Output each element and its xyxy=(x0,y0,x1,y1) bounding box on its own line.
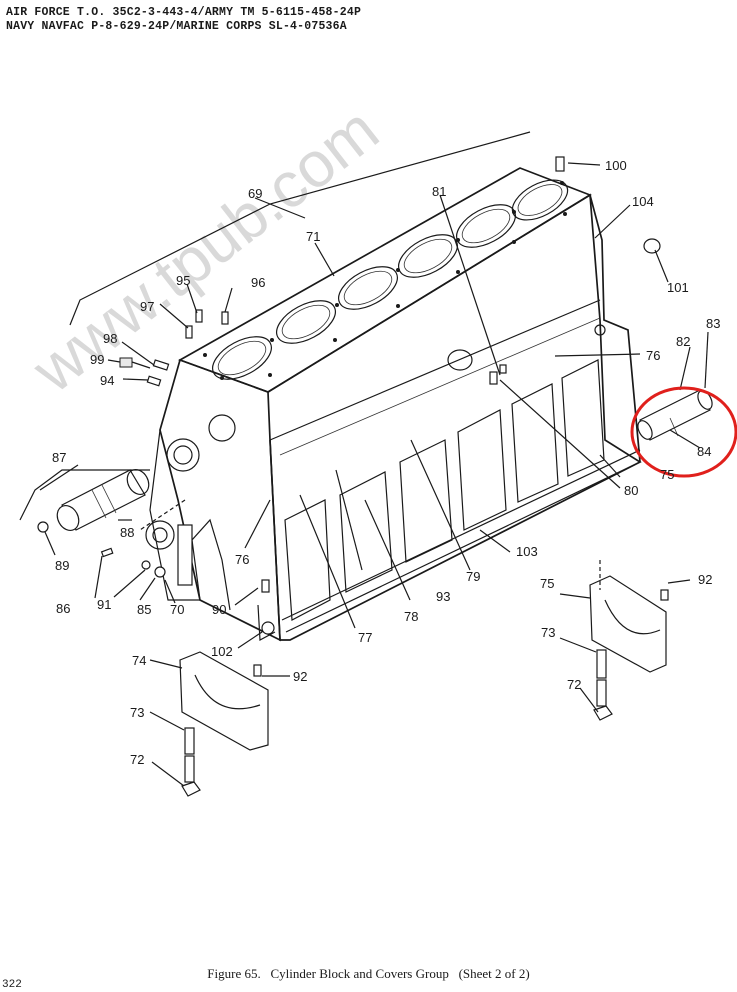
callout-83: 83 xyxy=(706,316,720,331)
callout-81: 81 xyxy=(432,184,446,199)
callout-78: 78 xyxy=(404,609,418,624)
cylinder-bores xyxy=(212,179,569,380)
part-90 xyxy=(257,579,276,641)
bearing-cap-left xyxy=(179,651,269,797)
callout-71: 71 xyxy=(306,229,320,244)
callout-98: 98 xyxy=(103,331,117,346)
callout-93: 93 xyxy=(436,589,450,604)
watermark-text: www.tpub.com xyxy=(19,93,392,407)
callout-79: 79 xyxy=(466,569,480,584)
callout-73-right: 73 xyxy=(541,625,555,640)
callout-103: 103 xyxy=(516,544,538,559)
callout-76-lower: 76 xyxy=(235,552,249,567)
part-101-plug xyxy=(643,238,661,254)
callout-97: 97 xyxy=(140,299,154,314)
part-102 xyxy=(261,621,275,635)
fittings-front-left xyxy=(119,357,170,387)
header-line-2: NAVY NAVFAC P-8-629-24P/MARINE CORPS SL-… xyxy=(6,20,347,33)
callout-91: 91 xyxy=(97,597,111,612)
bearing-cap-right xyxy=(589,575,669,721)
part-88-sleeve xyxy=(37,468,150,533)
part-84-bushing xyxy=(637,389,713,441)
parts-80-81 xyxy=(489,364,507,385)
callout-72-left: 72 xyxy=(130,752,144,767)
callout-69: 69 xyxy=(248,186,262,201)
callout-92-left: 92 xyxy=(293,669,307,684)
callout-82: 82 xyxy=(676,334,690,349)
callout-99: 99 xyxy=(90,352,104,367)
document-header: AIR FORCE T.O. 35C2-3-443-4/ARMY TM 5-61… xyxy=(6,6,361,34)
figure-caption: Figure 65. Cylinder Block and Covers Gro… xyxy=(207,966,530,981)
callout-90: 90 xyxy=(212,602,226,617)
callout-75-lower: 75 xyxy=(540,576,554,591)
callout-72-right: 72 xyxy=(567,677,581,692)
page-number: 322 xyxy=(2,979,22,991)
callout-96: 96 xyxy=(251,275,265,290)
parts-86-91-85 xyxy=(100,547,166,578)
callout-100: 100 xyxy=(605,158,627,173)
callout-labels: 100 104 101 69 81 71 95 96 97 98 99 94 8… xyxy=(52,158,720,767)
part-100-dowel xyxy=(555,156,565,172)
callout-94: 94 xyxy=(100,373,114,388)
callout-74: 74 xyxy=(132,653,146,668)
highlight-circle xyxy=(630,386,737,478)
callout-102: 102 xyxy=(211,644,233,659)
cylinder-block xyxy=(145,167,642,642)
callout-88: 88 xyxy=(120,525,134,540)
callout-70: 70 xyxy=(170,602,184,617)
callout-95: 95 xyxy=(176,273,190,288)
callout-84: 84 xyxy=(697,444,711,459)
callout-80: 80 xyxy=(624,483,638,498)
callout-86: 86 xyxy=(56,601,70,616)
leader-lines xyxy=(19,131,709,787)
callout-92-right: 92 xyxy=(698,572,712,587)
callout-75-upper: 75 xyxy=(660,467,674,482)
callout-77: 77 xyxy=(358,630,372,645)
deck-bolt-holes xyxy=(203,181,567,380)
studs-top-front xyxy=(185,309,229,339)
callout-85: 85 xyxy=(137,602,151,617)
header-line-1: AIR FORCE T.O. 35C2-3-443-4/ARMY TM 5-61… xyxy=(6,6,362,19)
callout-104: 104 xyxy=(632,194,654,209)
callout-89: 89 xyxy=(55,558,69,573)
callout-73-left: 73 xyxy=(130,705,144,720)
callout-76-upper: 76 xyxy=(646,348,660,363)
callout-101: 101 xyxy=(667,280,689,295)
callout-87: 87 xyxy=(52,450,66,465)
